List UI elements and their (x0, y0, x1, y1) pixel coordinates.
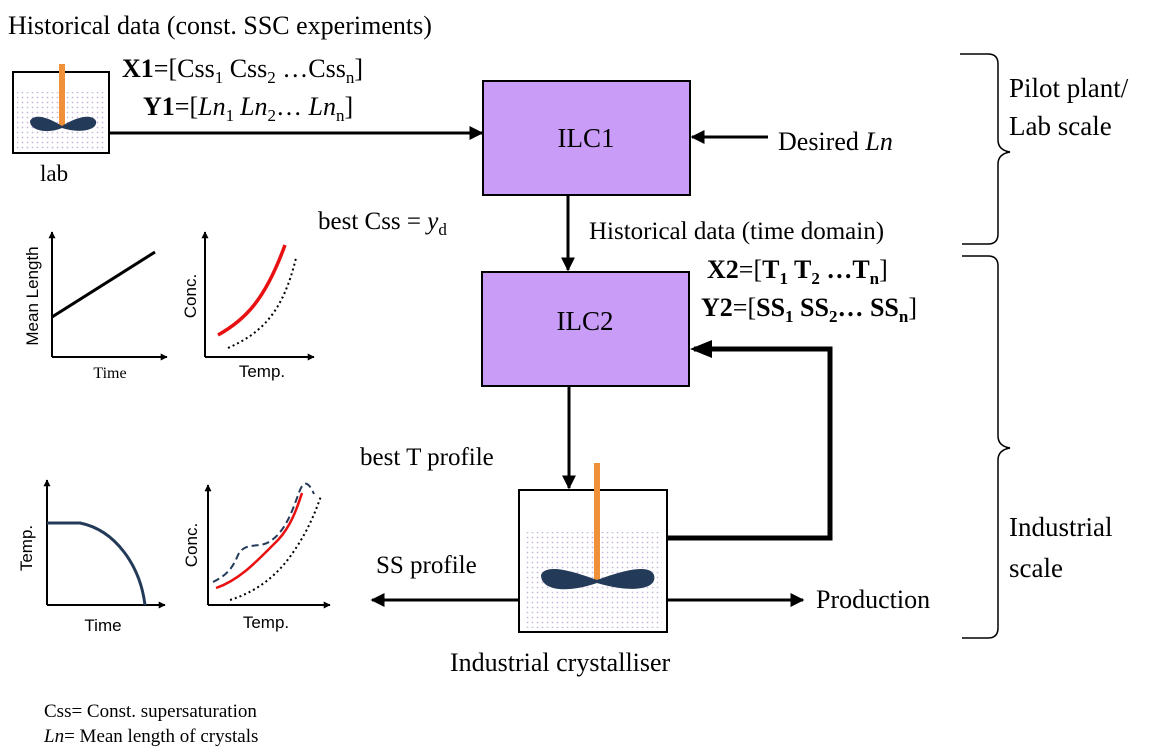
legend-css: Css= Const. supersaturation (44, 701, 257, 722)
plot3-xlabel: Time (84, 616, 121, 635)
plot2-red-curve (217, 244, 287, 337)
best-css-label: best Css = yd (318, 208, 447, 239)
pilot-label-line2: Lab scale (1009, 111, 1112, 141)
industrial-label-line2: scale (1009, 553, 1063, 583)
lab-vessel (12, 64, 110, 154)
x2-equation: X2=[T1 T2 …Tn] (707, 255, 888, 288)
plot-conc-temp-1: Conc. Temp. (181, 231, 315, 381)
y2-equation: Y2=[SS1 SS2… SSn] (701, 293, 917, 326)
plot4-dotted-curve (229, 495, 322, 601)
plot1-line (51, 250, 156, 319)
plot-temp-time: Temp. Time (17, 479, 166, 635)
plot1-xlabel: Time (93, 365, 126, 382)
ilc2-label: ILC2 (557, 306, 614, 336)
x1-equation: X1=[Css1 Css2 …Cssn] (122, 54, 363, 87)
industrial-crystalliser-vessel (518, 463, 668, 633)
plot4-dashed-curve (212, 482, 315, 583)
feedback-arrowhead (690, 340, 712, 358)
plot2-dotted-curve (227, 257, 297, 349)
lab-label: lab (40, 161, 68, 186)
ilc2-box (481, 271, 690, 387)
best-t-profile-label: best T profile (360, 444, 494, 471)
plot2-ylabel: Conc. (181, 274, 200, 318)
industrial-label-line1: Industrial (1009, 512, 1112, 542)
plot1-ylabel: Mean Length (23, 246, 42, 345)
feedback-loop-line (668, 346, 833, 541)
historical-time-label: Historical data (time domain) (589, 218, 884, 245)
ilc1-box (482, 80, 691, 196)
production-label: Production (816, 585, 930, 614)
industrial-crystalliser-label: Industrial crystalliser (450, 648, 671, 677)
lab-impeller-icon (30, 116, 97, 132)
ss-profile-label: SS profile (376, 552, 477, 579)
ilc1-label: ILC1 (558, 123, 615, 153)
top-title: Historical data (const. SSC experiments) (8, 11, 432, 40)
crystalliser-impeller-icon (541, 568, 655, 590)
plot-mean-length-time: Mean Length Time (23, 231, 168, 382)
plot2-xlabel: Temp. (239, 362, 285, 381)
plot4-ylabel: Conc. (182, 523, 201, 567)
legend-ln: Ln= Mean length of crystals (43, 726, 258, 747)
industrial-scale-brace (962, 255, 1011, 639)
plot4-red-curve (215, 492, 304, 590)
pilot-label-line1: Pilot plant/ (1009, 73, 1129, 103)
pilot-scale-brace (960, 53, 1011, 245)
desired-ln-label: Desired Ln (778, 127, 893, 156)
plot3-ylabel: Temp. (17, 525, 36, 571)
plot-conc-temp-2: Conc. Temp. (182, 482, 331, 632)
plot4-xlabel: Temp. (243, 613, 289, 632)
plot3-curve (47, 521, 147, 606)
